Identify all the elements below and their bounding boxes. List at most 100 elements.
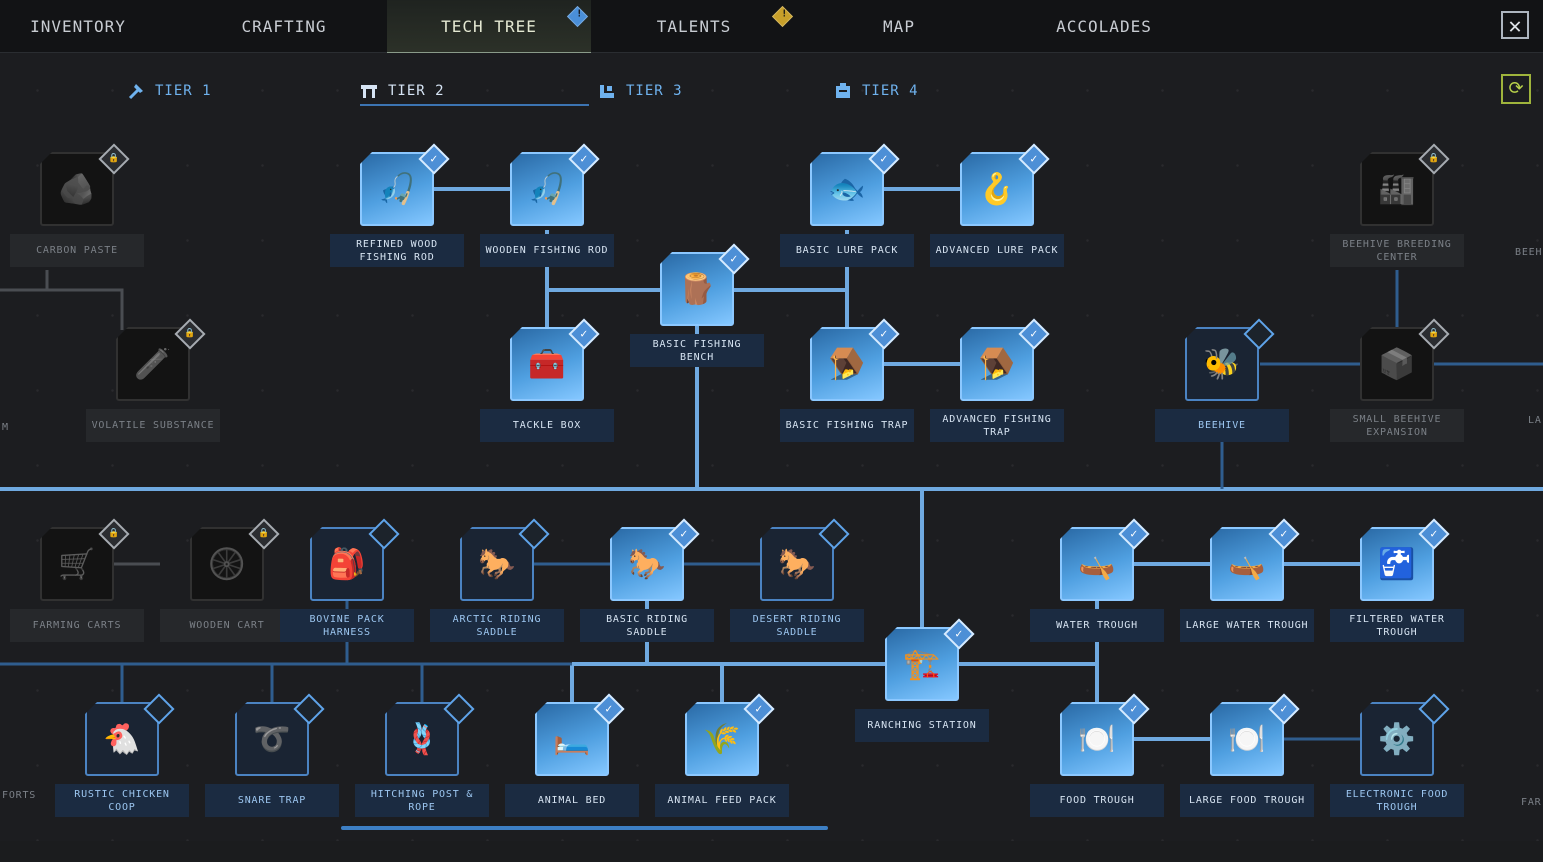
item-icon: 🛒 [40,527,114,601]
item-icon: ⚙️ [1360,702,1434,776]
item-icon: 🛶 [1210,527,1284,601]
tech-node[interactable]: 🛏️✓ANIMAL BED [505,693,655,862]
tech-node[interactable]: 🧰✓TACKLE BOX [480,318,630,487]
item-icon: 🎒 [310,527,384,601]
refresh-button[interactable]: ⟳ [1501,74,1531,104]
tech-node-label: BASIC RIDING SADDLE [580,609,714,642]
tech-node[interactable]: 🪤✓BASIC FISHING TRAP [780,318,930,487]
tech-node-label: BASIC FISHING BENCH [630,334,764,367]
tech-node[interactable]: 🐔 RUSTIC CHICKEN COOP [55,693,205,862]
tech-node-label: ADVANCED FISHING TRAP [930,409,1064,442]
tech-node-label: FILTERED WATER TROUGH [1330,609,1464,642]
tier-tab-4[interactable]: TIER 4 [834,78,919,104]
item-icon: 🛞 [190,527,264,601]
tech-node-label: ARCTIC RIDING SADDLE [430,609,564,642]
item-icon: 📦 [1360,327,1434,401]
tech-node-label: LARGE FOOD TROUGH [1180,784,1314,817]
tech-node-label: BASIC LURE PACK [780,234,914,267]
tech-node[interactable]: 🪝✓ADVANCED LURE PACK [930,143,1080,312]
tech-node[interactable]: 🐎 DESERT RIDING SADDLE [730,518,880,687]
tab-inventory[interactable]: INVENTORY [30,16,126,36]
tech-node-label: FOOD TROUGH [1030,784,1164,817]
tech-node-label: WOODEN FISHING ROD [480,234,614,267]
tech-node-label: SNARE TRAP [205,784,339,817]
tab-crafting[interactable]: CRAFTING [241,16,327,36]
tech-node[interactable]: 📦🔒SMALL BEEHIVE EXPANSION [1330,318,1480,487]
tech-node-label: VOLATILE SUBSTANCE [86,409,220,442]
console-icon [836,83,850,98]
item-icon: 🐎 [610,527,684,601]
tech-node[interactable]: 🐟✓BASIC LURE PACK [780,143,930,312]
tech-node-label: ADVANCED LURE PACK [930,234,1064,267]
item-icon: 🐔 [85,702,159,776]
tech-node[interactable]: 🐎✓BASIC RIDING SADDLE [580,518,730,687]
tech-node[interactable]: 🛶✓LARGE WATER TROUGH [1180,518,1330,687]
tech-node[interactable]: 🪵✓BASIC FISHING BENCH [630,243,780,412]
line-carbon-paste [0,270,124,330]
item-icon: 🐝 [1185,327,1259,401]
item-icon: 🍽️ [1210,702,1284,776]
item-icon: 🪝 [960,152,1034,226]
tier-tab-1[interactable]: TIER 1 [127,78,212,104]
tech-node[interactable]: 🌾✓ANIMAL FEED PACK [655,693,805,862]
tech-node[interactable]: 🪢HITCHING POST & ROPE [355,693,505,862]
top-nav-bar: INVENTORY CRAFTING TECH TREE ! TALENTS !… [0,0,1543,54]
item-icon: 🪨 [40,152,114,226]
item-icon: 🎣 [510,152,584,226]
tech-node-label: FARMING CARTS [10,609,144,642]
tech-node[interactable]: 🐎ARCTIC RIDING SADDLE [430,518,580,687]
item-icon: 🏭 [1360,152,1434,226]
tech-node[interactable]: 🏭🔒BEEHIVE BREEDING CENTER [1330,143,1480,312]
item-icon: ➰ [235,702,309,776]
tier-tab-2[interactable]: TIER 2 [360,78,589,106]
hammer-icon [128,84,143,100]
item-icon: 🪤 [960,327,1034,401]
tech-node[interactable]: 🍽️✓LARGE FOOD TROUGH [1180,693,1330,862]
tech-node[interactable]: 🎣✓REFINED WOOD FISHING ROD [330,143,480,312]
horizontal-scrollbar[interactable] [341,826,828,830]
tech-node-label: BEEHIVE BREEDING CENTER [1330,234,1464,267]
tier-tab-label: TIER 4 [862,83,919,99]
tech-node-label: CARBON PASTE [10,234,144,267]
tech-node-label: TACKLE BOX [480,409,614,442]
tech-node[interactable]: 🐝 BEEHIVE [1155,318,1305,487]
tech-node[interactable]: 🚰✓FILTERED WATER TROUGH [1330,518,1480,687]
tech-node-label: DESERT RIDING SADDLE [730,609,864,642]
item-icon: 🚰 [1360,527,1434,601]
tech-node-label: BASIC FISHING TRAP [780,409,914,442]
partial-label: FORTS [2,790,37,801]
tech-node[interactable]: 🛶✓WATER TROUGH [1030,518,1180,687]
tech-node[interactable]: 🎣✓WOODEN FISHING ROD [480,143,630,312]
tech-node[interactable]: ➰ SNARE TRAP [205,693,355,862]
tab-map[interactable]: MAP [883,16,915,36]
tech-node-label: ANIMAL FEED PACK [655,784,789,817]
item-icon: 🌾 [685,702,759,776]
tab-accolades[interactable]: ACCOLADES [1056,16,1152,36]
line-left-children [120,600,424,710]
tab-talents[interactable]: TALENTS [656,16,732,36]
tech-node-label: SMALL BEEHIVE EXPANSION [1330,409,1464,442]
tech-node[interactable]: 🍽️✓FOOD TROUGH [1030,693,1180,862]
tech-node-label: BOVINE PACK HARNESS [280,609,414,642]
tech-node-label: RUSTIC CHICKEN COOP [55,784,189,817]
tech-node[interactable]: 🪤✓ADVANCED FISHING TRAP [930,318,1080,487]
tier-tab-label: TIER 3 [626,83,683,99]
item-icon: 🍽️ [1060,702,1134,776]
tech-node[interactable]: 🛒🔒FARMING CARTS [10,518,160,687]
tech-node-label: REFINED WOOD FISHING ROD [330,234,464,267]
item-icon: 🎣 [360,152,434,226]
tech-node[interactable]: ⚙️ELECTRONIC FOOD TROUGH [1330,693,1480,862]
item-icon: 🐎 [760,527,834,601]
tech-node[interactable]: 🎒 BOVINE PACK HARNESS [280,518,430,687]
item-icon: 🧪 [116,327,190,401]
tech-node[interactable]: 🧪🔒VOLATILE SUBSTANCE [86,318,236,487]
tech-node[interactable]: 🪨🔒CARBON PASTE [10,143,160,312]
close-button[interactable]: ✕ [1501,11,1529,39]
tech-node-label: BEEHIVE [1155,409,1289,442]
tech-node[interactable]: 🏗️✓RANCHING STATION [855,618,1005,787]
tech-node[interactable]: 🛞🔒WOODEN CART [160,518,310,687]
close-icon: ✕ [1508,14,1522,39]
tech-node-label: LARGE WATER TROUGH [1180,609,1314,642]
partial-label: LA [1528,415,1542,426]
tier-tab-3[interactable]: TIER 3 [598,78,683,104]
